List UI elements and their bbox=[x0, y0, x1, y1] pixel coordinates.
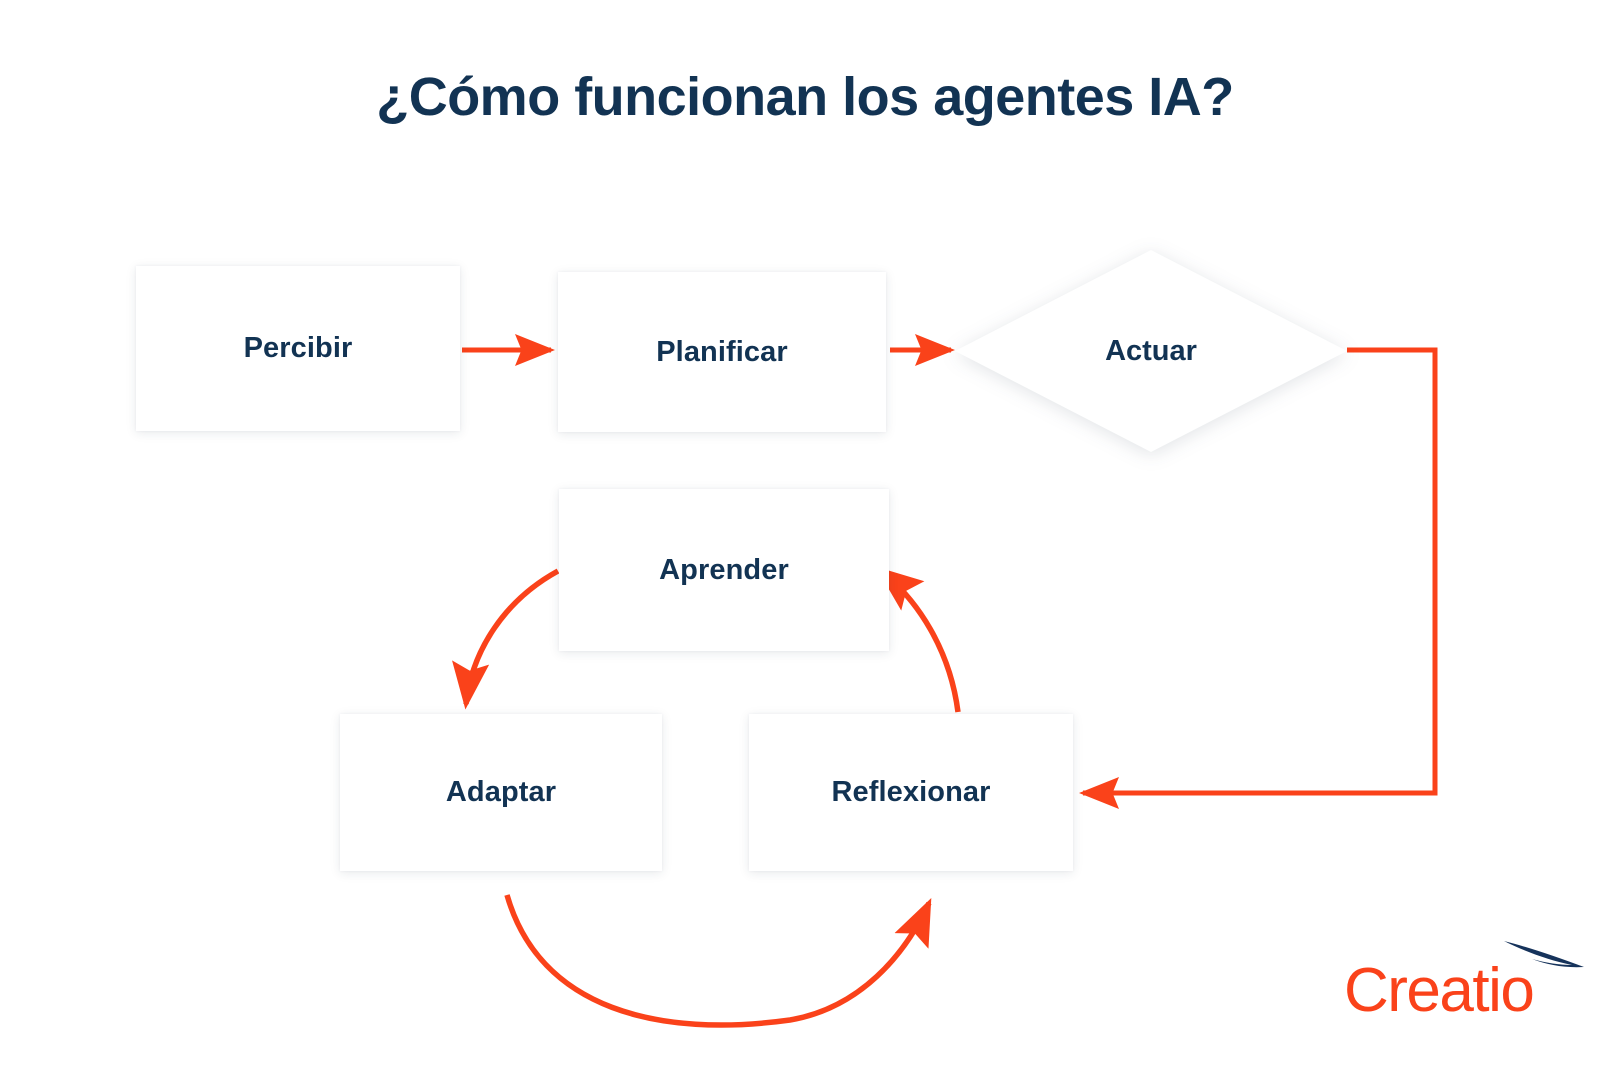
node-adaptar-label: Adaptar bbox=[445, 776, 557, 808]
node-planificar[interactable]: Planificar bbox=[558, 272, 886, 432]
swoosh-icon bbox=[1504, 941, 1584, 968]
node-reflexionar[interactable]: Reflexionar bbox=[749, 714, 1073, 871]
page-title: ¿Cómo funcionan los agentes IA? bbox=[376, 67, 1234, 127]
edge-reflexionar-to-aprender bbox=[875, 566, 961, 713]
creatio-logo: Creatio bbox=[1344, 930, 1594, 1022]
edge-adaptar-to-reflexionar bbox=[504, 894, 932, 1028]
node-aprender-label: Aprender bbox=[659, 553, 789, 586]
node-percibir[interactable]: Percibir bbox=[136, 266, 460, 431]
node-aprender[interactable]: Aprender bbox=[559, 489, 889, 651]
node-reflexionar-label: Reflexionar bbox=[831, 776, 991, 808]
node-percibir-label: Percibir bbox=[243, 332, 353, 364]
edge-aprender-to-adaptar bbox=[452, 568, 560, 710]
creatio-wordmark: Creatio bbox=[1344, 956, 1535, 1025]
node-adaptar[interactable]: Adaptar bbox=[340, 714, 662, 871]
node-actuar[interactable]: Actuar bbox=[955, 250, 1347, 452]
node-planificar-label: Planificar bbox=[656, 335, 788, 368]
node-actuar-label: Actuar bbox=[1105, 334, 1197, 367]
